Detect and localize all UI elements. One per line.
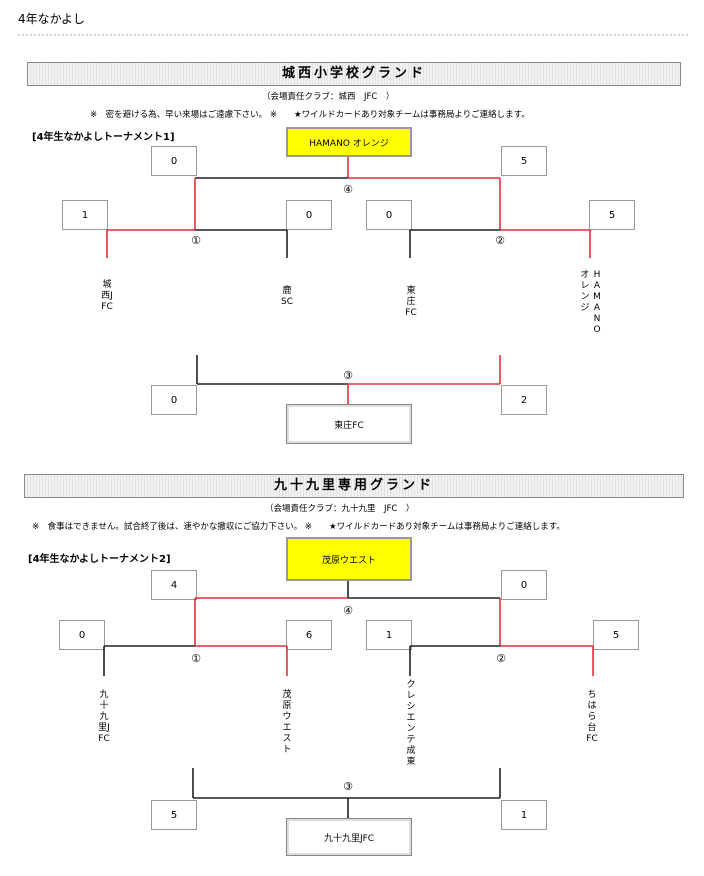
team-name-4-1: オレンジHAMANO	[578, 270, 604, 336]
score-m1-right-1: 0	[286, 200, 332, 230]
team-name-4-1-col1: HAMANO	[593, 270, 601, 335]
match-number-2-2: ②	[496, 652, 506, 665]
team-name-4-2: ちはら台FC	[586, 690, 598, 744]
notice-1: ※ 密を避ける為、早い来場はご遠慮下さい。 ※ ★ワイルドカードあり対象チームは…	[90, 110, 530, 120]
match-number-4-1: ④	[343, 183, 353, 196]
score-final-left-1: 0	[151, 146, 197, 176]
venue-manager-2: （会場責任クラブ：九十九里 JFC ）	[265, 504, 415, 514]
page-title: 4年なかよし	[18, 12, 86, 26]
team-name-4-1-col2: オレンジ	[580, 270, 590, 313]
match-number-2-1: ②	[495, 234, 505, 247]
score-third-left-1: 0	[151, 385, 197, 415]
team-name-3-1: 東庄FC	[405, 286, 417, 318]
score-m2-right-2: 5	[593, 620, 639, 650]
winner-box-2: 茂原ウエスト	[286, 537, 412, 581]
score-m1-left-2: 0	[59, 620, 105, 650]
venue-header-1: 城西小学校グランド	[27, 62, 681, 86]
score-m2-left-1: 0	[366, 200, 412, 230]
match-number-3-1: ③	[343, 369, 353, 382]
title-divider	[18, 34, 688, 36]
score-final-right-2: 0	[501, 570, 547, 600]
match-number-3-2: ③	[343, 780, 353, 793]
venue-manager-1: （会場責任クラブ：城西 JFC ）	[262, 92, 395, 102]
match-number-1-2: ①	[191, 652, 201, 665]
score-final-right-1: 5	[501, 146, 547, 176]
tournament-label-2: [4年生なかよしトーナメント2]	[28, 554, 171, 565]
match-number-1-1: ①	[191, 234, 201, 247]
winner-box-1: HAMANO オレンジ	[286, 127, 412, 157]
score-m2-left-2: 1	[366, 620, 412, 650]
team-name-1-2: 九十九里JFC	[98, 690, 110, 744]
score-third-right-1: 2	[501, 385, 547, 415]
team-name-2-2: 茂原ウエスト	[282, 690, 292, 755]
match-number-4-2: ④	[343, 604, 353, 617]
team-name-3-2: クレシエンテ成東	[406, 680, 416, 767]
score-m2-right-1: 5	[589, 200, 635, 230]
team-name-1-1: 城西JFC	[101, 280, 113, 312]
tournament-label-1: [4年生なかよしトーナメント1]	[32, 132, 175, 143]
score-third-left-2: 5	[151, 800, 197, 830]
team-name-2-1: 鹿 SC	[281, 286, 293, 307]
third-place-box-2: 九十九里JFC	[286, 818, 412, 856]
venue-header-2: 九十九里専用グランド	[24, 474, 684, 498]
notice-2: ※ 食事はできません。試合終了後は、速やかな撤収にご協力下さい。 ※ ★ワイルド…	[32, 522, 565, 532]
score-m1-left-1: 1	[62, 200, 108, 230]
third-place-box-1: 東庄FC	[286, 404, 412, 444]
score-final-left-2: 4	[151, 570, 197, 600]
score-third-right-2: 1	[501, 800, 547, 830]
score-m1-right-2: 6	[286, 620, 332, 650]
